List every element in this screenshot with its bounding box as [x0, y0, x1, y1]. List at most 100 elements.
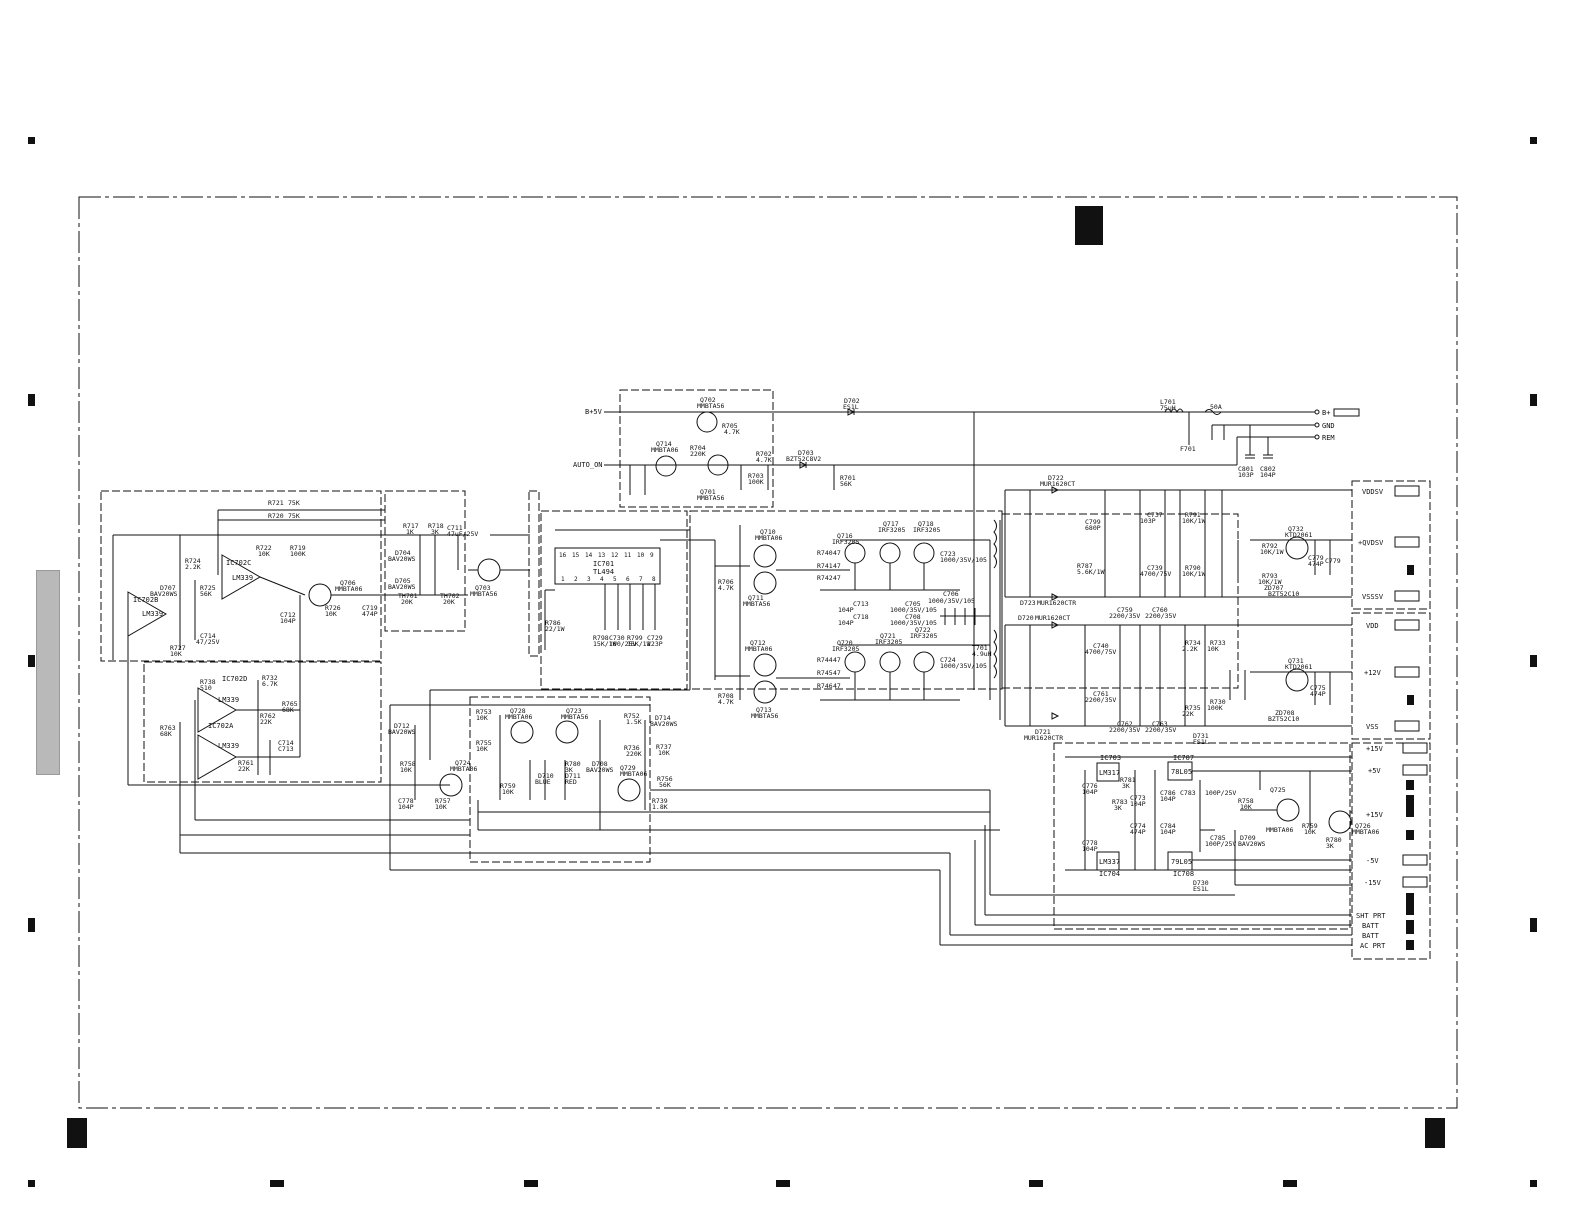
c783-value: 100P/25V: [1205, 789, 1236, 797]
r794-ref: R787: [1077, 562, 1093, 570]
c737-value: 680P: [1085, 524, 1101, 532]
r755-ref: R756: [657, 775, 673, 783]
ic701-ref: IC701: [593, 560, 614, 568]
c730-value: 223P: [647, 640, 663, 648]
r735-ref: R763: [160, 724, 176, 732]
d730-ref: D730: [1193, 879, 1209, 887]
c802-value: 104P: [1260, 471, 1276, 479]
r710-ref: R799: [627, 634, 643, 642]
choke-value-label: 75uH: [1160, 404, 1176, 412]
c760-ref: C759: [1117, 606, 1133, 614]
ic703-part: LM317: [1099, 769, 1120, 777]
r722-ref: R722: [256, 544, 272, 552]
c759-ref: C740: [1093, 642, 1109, 650]
out-neg5v: -5V: [1366, 857, 1379, 865]
q725-part: MMBTA06: [1266, 826, 1293, 834]
r787-value: 10K/1W: [1258, 578, 1282, 586]
r709-ref: R798: [593, 634, 609, 642]
c764-ref: C763: [1152, 720, 1168, 728]
c718-value: 104P: [398, 803, 414, 811]
d710-color: BLUE: [535, 778, 551, 786]
input-bplus-label: B+: [1322, 409, 1330, 417]
q702-ref: Q702: [700, 396, 716, 404]
d722-ref: D722: [1048, 474, 1064, 482]
q714-ref: Q714: [656, 440, 672, 448]
c774-value: 474P: [1130, 828, 1146, 836]
r702-ref: R702: [756, 450, 772, 458]
dashed-blocks: [100, 389, 1431, 960]
ic704-ref: IC704: [1099, 870, 1120, 878]
q729-ref: Q729: [620, 764, 636, 772]
c712-ref: C712: [280, 611, 296, 619]
q724-ref: Q724: [455, 759, 471, 767]
out-neg15v: -15V: [1364, 879, 1382, 887]
r753-value: 10K: [658, 749, 670, 757]
q728-part: MMBTA06: [505, 713, 532, 721]
c730-ref: C729: [647, 634, 663, 642]
q718-ref: Q718: [918, 520, 934, 528]
pwm-section: [544, 529, 750, 690]
r732-value: 22K: [238, 765, 250, 773]
c801-value: 103P: [1238, 471, 1254, 479]
out-ac-prt: AC PRT: [1360, 942, 1386, 950]
r730-ref: R765: [282, 700, 298, 708]
zd707-ref: ZD707: [1264, 584, 1284, 592]
c778-ref: C778: [1082, 839, 1098, 847]
q717-ref: Q717: [883, 520, 899, 528]
r714-ref: R786: [545, 619, 561, 627]
d731-ref: D731: [1193, 732, 1209, 740]
r739-ref: R780: [565, 760, 581, 768]
c706-ref: C718: [853, 613, 869, 621]
svg-text:5: 5: [613, 576, 617, 583]
svg-text:7: 7: [639, 576, 643, 583]
r762-value: 1.5K: [626, 718, 642, 726]
c740-ref: C739: [1147, 564, 1163, 572]
r745-ref: R745: [817, 669, 833, 677]
c762-value: 2200/35V: [1085, 696, 1116, 704]
c719-ref: C719: [362, 604, 378, 612]
ic702c-ref: IC702C: [226, 559, 251, 567]
zd708-part: BZT52C10: [1268, 715, 1299, 723]
q710-part: MMBTA06: [755, 534, 782, 542]
input-auto-on-label: AUTO_ON: [573, 461, 603, 469]
r718-value: 3K: [431, 528, 439, 536]
c776-value: 104P: [1082, 788, 1098, 796]
ic708-part: 79L05: [1171, 858, 1192, 866]
c729-ref: C724: [940, 656, 956, 664]
tl494-bottom-pins: 1 2 3 4 5 6 7 8: [561, 576, 656, 583]
r792-ref: R735: [1185, 704, 1201, 712]
r739-value: 3K: [565, 766, 573, 774]
r753-ref: R737: [656, 743, 672, 751]
r741-ref: R741: [817, 562, 833, 570]
r757-value: 10K: [1240, 803, 1252, 811]
r791-value: 2.2K: [1182, 645, 1198, 653]
rectifier-section: [1004, 486, 1352, 727]
ic704-part: LM337: [1099, 858, 1120, 866]
svg-text:14: 14: [585, 552, 593, 559]
zd708-ref: ZD708: [1275, 709, 1295, 717]
d723-ref: D723: [1020, 599, 1036, 607]
side-tab: [36, 570, 60, 775]
c722-value: 1000/35V/105: [890, 619, 937, 627]
r720-ref: R720: [268, 512, 284, 520]
q728-ref: Q728: [510, 707, 526, 715]
q711-ref: Q711: [748, 594, 764, 602]
out-sht-prt: SHT PRT: [1356, 912, 1386, 920]
r717-ref: R717: [403, 522, 419, 530]
c739-ref: C737: [1147, 511, 1163, 519]
svg-text:3: 3: [587, 576, 591, 583]
q732-part: KTD2061: [1285, 531, 1312, 539]
out-vddsv: VDDSV: [1362, 488, 1384, 496]
r714-value: 22/1W: [545, 625, 565, 633]
r786-ref: R792: [1262, 542, 1278, 550]
d712-ref: D712: [394, 722, 410, 730]
r737-ref: R758: [400, 760, 416, 768]
r726-ref: R726: [325, 604, 341, 612]
d721-part: MUR1620CTR: [1024, 734, 1063, 742]
c776-ref: C776: [1082, 782, 1098, 790]
svg-text:10: 10: [637, 552, 645, 559]
d730-part: ES1L: [1193, 885, 1209, 893]
c761-ref: C760: [1152, 606, 1168, 614]
c761-value: 2200/35V: [1145, 612, 1176, 620]
